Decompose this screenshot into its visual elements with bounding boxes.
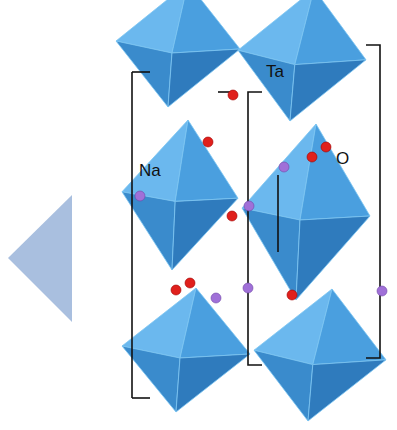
- pointer-triangle: [8, 195, 72, 322]
- oxygen-atom: [307, 152, 317, 162]
- ta-octahedron: [242, 124, 370, 300]
- octahedron-face: [242, 208, 300, 300]
- cell-edge: [132, 397, 150, 399]
- octahedron-face: [172, 198, 238, 270]
- oxygen-atom: [203, 137, 213, 147]
- cell-edge: [277, 175, 279, 252]
- atom-label: O: [336, 150, 349, 167]
- octahedron-face: [290, 60, 366, 121]
- ta-octahedron: [254, 289, 386, 421]
- octahedron-face: [180, 288, 250, 358]
- atom-label: Na: [139, 162, 161, 179]
- sodium-atom: [279, 162, 289, 172]
- sodium-atom: [244, 201, 254, 211]
- sodium-atom: [211, 293, 221, 303]
- oxygen-atom: [287, 290, 297, 300]
- atom-label: Ta: [266, 63, 284, 80]
- octahedron-face: [238, 50, 295, 121]
- ta-octahedron: [238, 0, 366, 121]
- octahedron-face: [176, 354, 250, 412]
- oxygen-atom: [321, 142, 331, 152]
- octahedron-face: [116, 41, 172, 107]
- octahedra: [116, 0, 386, 421]
- octahedron-face: [308, 360, 386, 421]
- octahedron-face: [254, 350, 313, 421]
- octahedron-face: [296, 216, 370, 300]
- unit-cell: [132, 45, 380, 398]
- octahedron-face: [175, 120, 238, 201]
- oxygen-atom: [228, 90, 238, 100]
- atoms: [135, 90, 387, 303]
- octahedron-face: [122, 346, 180, 412]
- cell-edge: [131, 72, 133, 398]
- oxygen-atom: [171, 285, 181, 295]
- octahedron-face: [168, 49, 240, 107]
- sodium-atom: [377, 286, 387, 296]
- cell-bracket: [366, 45, 380, 358]
- octahedron-face: [300, 124, 370, 220]
- octahedron-face: [122, 192, 175, 270]
- octahedron-face: [295, 0, 366, 65]
- ta-octahedron: [116, 0, 240, 107]
- cell-edge: [132, 71, 150, 73]
- ta-octahedron: [122, 120, 238, 270]
- oxygen-atom: [227, 211, 237, 221]
- cell-bracket: [248, 92, 262, 365]
- sodium-atom: [243, 283, 253, 293]
- sodium-atom: [135, 191, 145, 201]
- oxygen-atom: [185, 278, 195, 288]
- octahedron-face: [313, 289, 386, 365]
- octahedron-face: [172, 0, 240, 53]
- ta-octahedron: [122, 288, 250, 412]
